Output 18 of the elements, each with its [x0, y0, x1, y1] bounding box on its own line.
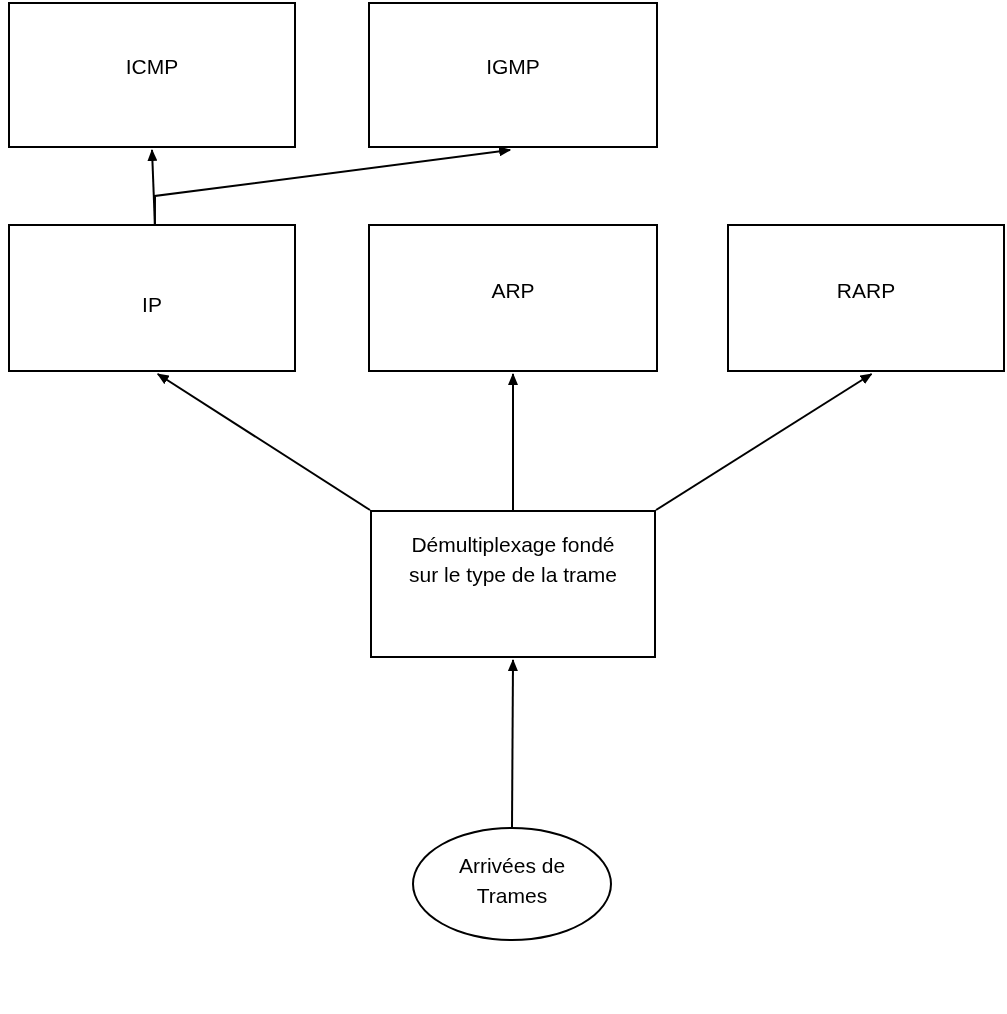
arrow	[508, 373, 518, 511]
node-label: ARP	[490, 278, 536, 304]
process-box	[727, 224, 1005, 372]
node-label: IP	[141, 292, 163, 318]
node-label: IGMP	[485, 54, 541, 80]
process-box	[8, 2, 296, 148]
node-label: Démultiplexage fondé sur le type de la trame	[408, 532, 618, 588]
arrow	[153, 146, 512, 225]
arrow	[507, 659, 518, 828]
process-box	[368, 2, 658, 148]
arrow	[156, 373, 371, 511]
node-label: ICMP	[124, 54, 180, 80]
node-label: Arrivées de Trames	[457, 853, 567, 909]
process-box	[8, 224, 296, 372]
arrow	[655, 373, 873, 511]
process-box	[368, 224, 658, 372]
process-box	[370, 510, 656, 658]
node-label: RARP	[835, 278, 897, 304]
